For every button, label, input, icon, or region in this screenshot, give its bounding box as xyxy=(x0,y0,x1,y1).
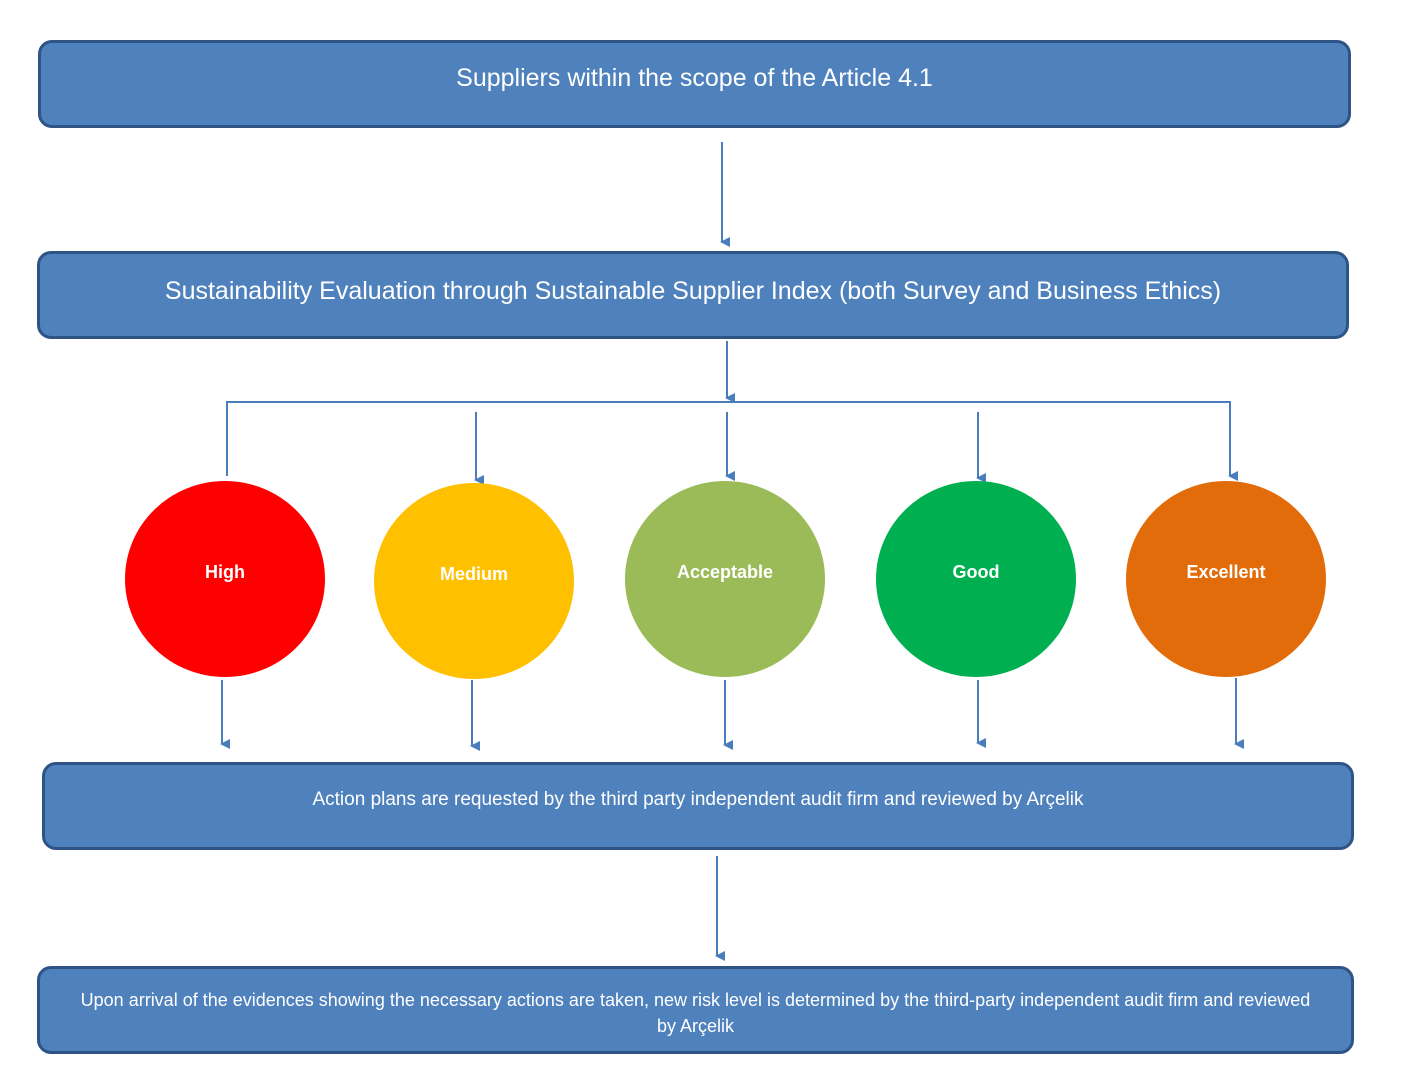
scope-box: Suppliers within the scope of the Articl… xyxy=(38,40,1351,128)
new-risk-level-box: Upon arrival of the evidences showing th… xyxy=(37,966,1354,1054)
level-label-excellent: Excellent xyxy=(1186,561,1266,582)
level-label-good: Good xyxy=(952,561,1000,582)
level-label-high: High xyxy=(205,561,245,582)
level-circle-acceptable: Acceptable xyxy=(625,481,825,677)
level-circle-medium: Medium xyxy=(374,483,574,679)
level-circle-excellent: Excellent xyxy=(1126,481,1326,677)
branch-line xyxy=(226,401,1238,481)
scope-text: Suppliers within the scope of the Articl… xyxy=(456,63,933,92)
evaluation-text: Sustainability Evaluation through Sustai… xyxy=(164,276,1222,305)
level-circle-high: High xyxy=(125,481,325,677)
action-plans-box: Action plans are requested by the third … xyxy=(42,762,1354,850)
level-circle-good: Good xyxy=(876,481,1076,677)
level-label-acceptable: Acceptable xyxy=(676,561,774,582)
evaluation-box: Sustainability Evaluation through Sustai… xyxy=(37,251,1349,339)
level-label-medium: Medium xyxy=(439,563,508,584)
new-risk-level-text: Upon arrival of the evidences showing th… xyxy=(80,990,1311,1036)
action-plans-text: Action plans are requested by the third … xyxy=(312,789,1084,810)
